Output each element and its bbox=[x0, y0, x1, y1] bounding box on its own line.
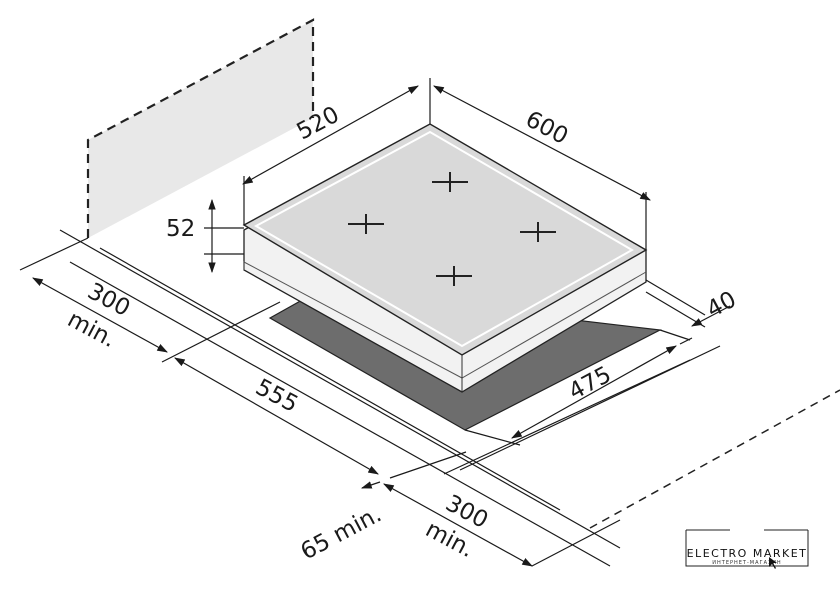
dim-555-label: 555 bbox=[251, 374, 302, 418]
logo-tagline: ИНТЕРНЕТ-МАГАЗИН bbox=[712, 560, 781, 566]
side-wall-dashed bbox=[589, 389, 840, 529]
electro-market-logo: ELECTRO MARKET ИНТЕРНЕТ-МАГАЗИН bbox=[685, 529, 809, 569]
burner-left-icon bbox=[348, 214, 384, 234]
burner-right-icon bbox=[520, 222, 556, 242]
logo-name: ELECTRO MARKET bbox=[687, 547, 808, 560]
dim-65-min-label: 65 min. bbox=[297, 501, 386, 565]
burner-bottom-icon bbox=[436, 266, 472, 286]
dim-600-label: 600 bbox=[521, 106, 572, 150]
dim-52-label: 52 bbox=[166, 216, 195, 242]
dimension-lines bbox=[19, 78, 731, 567]
back-wall bbox=[86, 18, 315, 238]
cursor-icon bbox=[769, 557, 777, 569]
